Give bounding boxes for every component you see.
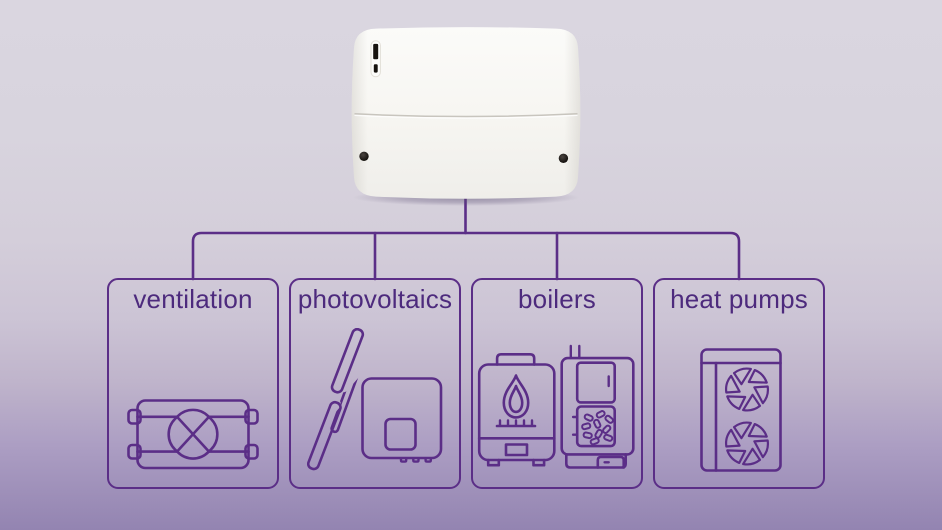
device-switch-upper xyxy=(373,43,379,60)
device-screw-left xyxy=(359,151,369,161)
device-screw-right xyxy=(558,153,569,163)
controller-device xyxy=(351,27,581,206)
gas-and-pellet-boiler-icon xyxy=(477,344,635,469)
node-label-boilers: boilers xyxy=(518,284,596,314)
node-box-photovoltaics: photovoltaics xyxy=(289,278,461,489)
device-seam xyxy=(354,113,578,118)
node-label-ventilation: ventilation xyxy=(133,284,253,314)
connector-rail xyxy=(191,231,741,281)
fan-upper xyxy=(725,367,769,412)
heat-pump-outdoor-unit-icon xyxy=(700,348,782,472)
device-seam-highlight xyxy=(354,114,578,119)
device-body-shading xyxy=(351,27,581,199)
node-label-heat-pumps: heat pumps xyxy=(670,284,808,314)
heat-recovery-ventilation-icon xyxy=(127,399,259,470)
node-label-photovoltaics: photovoltaics xyxy=(297,284,453,314)
node-box-boilers: boilers xyxy=(471,278,643,489)
pellets xyxy=(581,410,614,446)
node-box-heat-pumps: heat pumps xyxy=(653,278,825,489)
fan-lower xyxy=(725,421,769,466)
solar-panel-inverter-icon xyxy=(307,328,443,471)
device-switch-lower xyxy=(373,64,378,73)
node-box-ventilation: ventilation xyxy=(107,278,279,489)
